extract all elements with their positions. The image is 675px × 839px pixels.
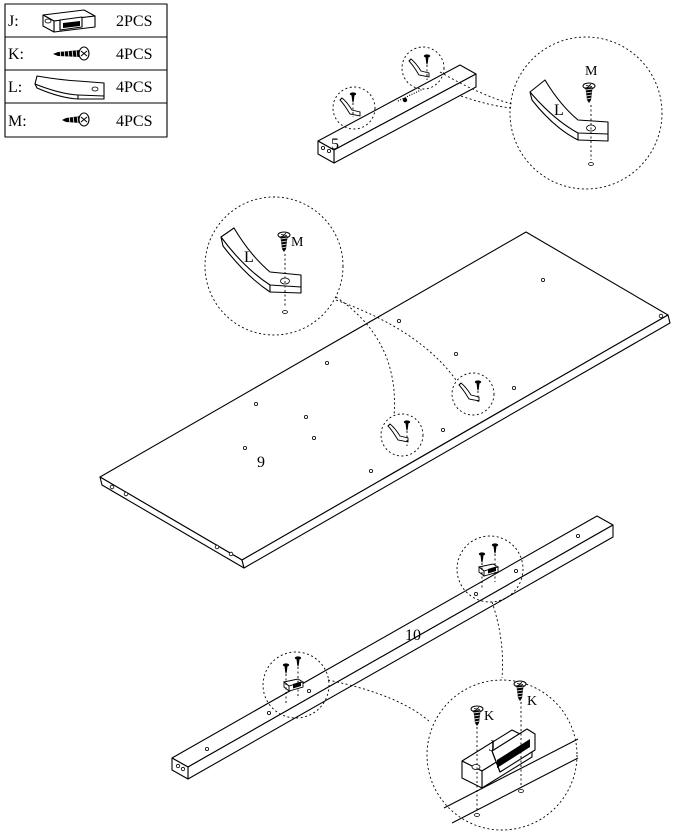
rail-10-label: 10 bbox=[405, 627, 421, 644]
screw-icon bbox=[423, 54, 431, 65]
board-9-label: 9 bbox=[257, 454, 265, 471]
part-qty-k: 4PCS bbox=[116, 46, 152, 63]
bracket-plate-icon bbox=[408, 58, 430, 78]
callout-catch-screw-right-label: K bbox=[527, 694, 537, 709]
rail-5-label: 5 bbox=[331, 136, 339, 153]
detail-circle bbox=[380, 413, 424, 457]
part-code-k: K: bbox=[8, 46, 24, 63]
rail-5: 5 bbox=[317, 46, 513, 164]
screw-icon bbox=[478, 552, 486, 563]
short-screw-icon bbox=[62, 112, 90, 127]
part-qty-l: 4PCS bbox=[116, 79, 152, 96]
screw-icon bbox=[294, 656, 302, 667]
screw-icon bbox=[349, 92, 357, 103]
detail-circle bbox=[401, 46, 445, 90]
part-code-l: L: bbox=[8, 79, 22, 96]
screw-icon bbox=[491, 543, 499, 554]
callout-middle-bracket-label: L bbox=[244, 249, 254, 266]
board-9: 9 bbox=[99, 231, 671, 569]
part-qty-j: 2PCS bbox=[116, 13, 152, 30]
callout-bracket-detail-top: L M bbox=[509, 36, 663, 190]
callout-bracket-detail-middle: L M bbox=[204, 196, 344, 336]
part-code-m: M: bbox=[8, 113, 27, 130]
screw-icon bbox=[513, 680, 527, 702]
bracket-plate-icon bbox=[34, 75, 105, 100]
bracket-plate-icon bbox=[339, 97, 361, 117]
screw-icon bbox=[282, 663, 290, 674]
callout-magnetic-catch-detail: J K K bbox=[426, 679, 579, 831]
detail-circle bbox=[332, 86, 376, 130]
parts-table: J: 2PCS K: 4PCS L: 4PCS bbox=[4, 3, 168, 138]
callout-top-screw-label: M bbox=[585, 64, 598, 79]
part-code-j: J: bbox=[8, 13, 19, 30]
detail-circle bbox=[262, 651, 330, 719]
callout-catch-body-label: J bbox=[489, 738, 495, 755]
wood-screw-icon bbox=[53, 46, 90, 61]
magnetic-catch-icon bbox=[42, 9, 96, 33]
screw-icon bbox=[470, 705, 484, 727]
callout-middle-screw-label: M bbox=[291, 235, 304, 250]
callout-catch-screw-left-label: K bbox=[484, 709, 494, 724]
rail-10: 10 bbox=[171, 515, 614, 780]
callout-top-bracket-label: L bbox=[554, 102, 564, 119]
detail-circle bbox=[451, 372, 495, 416]
part-qty-m: 4PCS bbox=[116, 113, 152, 130]
screw-icon bbox=[277, 231, 291, 253]
screw-icon bbox=[582, 82, 596, 104]
detail-circle bbox=[456, 535, 524, 603]
